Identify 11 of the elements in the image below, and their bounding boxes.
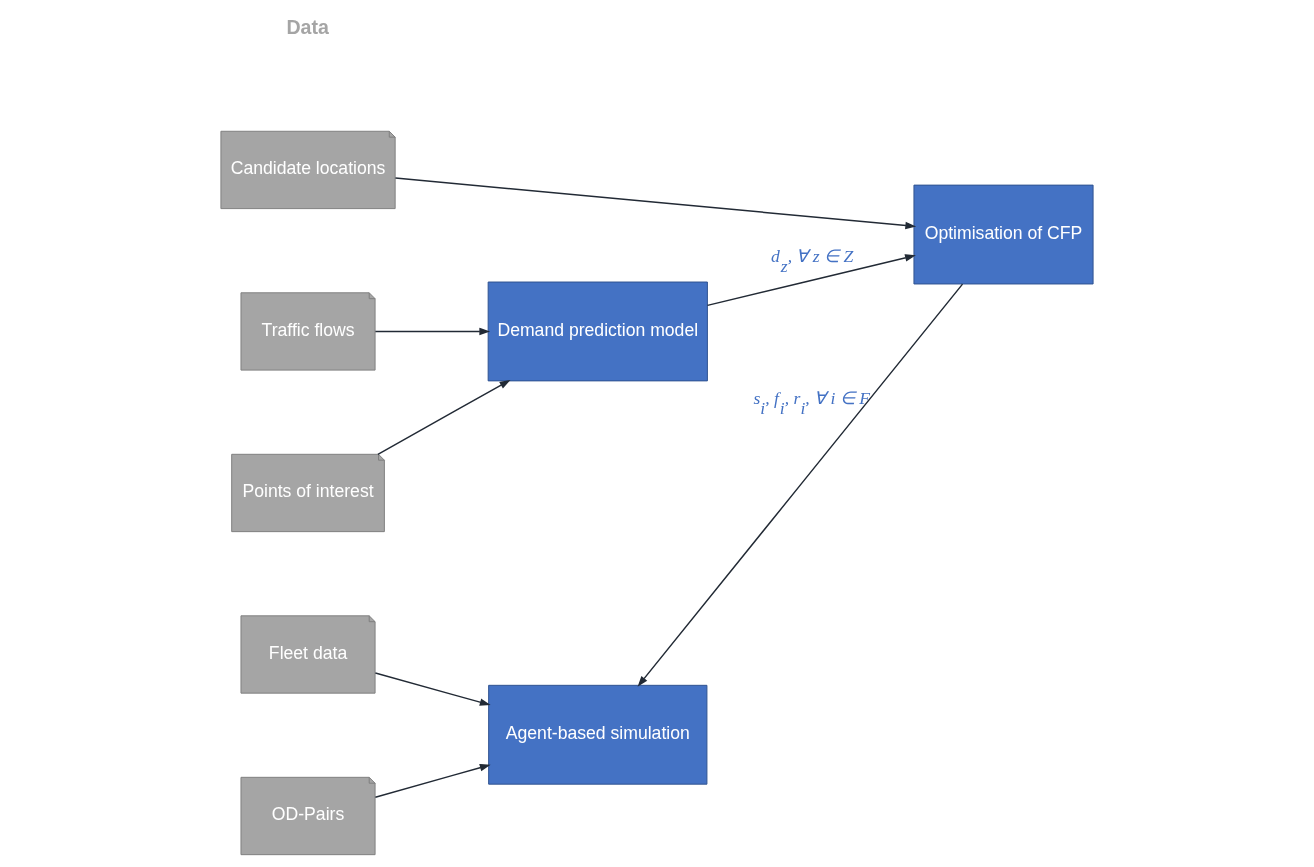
arrow bbox=[706, 254, 916, 307]
arrow bbox=[377, 379, 511, 455]
arrow bbox=[394, 177, 917, 230]
node-box: Demand prediction model bbox=[487, 281, 708, 382]
arrow bbox=[374, 672, 491, 706]
arrow bbox=[374, 327, 491, 336]
arrow bbox=[374, 764, 491, 798]
node-box: Optimisation of CFP bbox=[913, 184, 1094, 285]
arrow bbox=[637, 283, 964, 687]
node-box: Agent-based simulation bbox=[488, 684, 708, 785]
label: Data bbox=[286, 15, 329, 38]
